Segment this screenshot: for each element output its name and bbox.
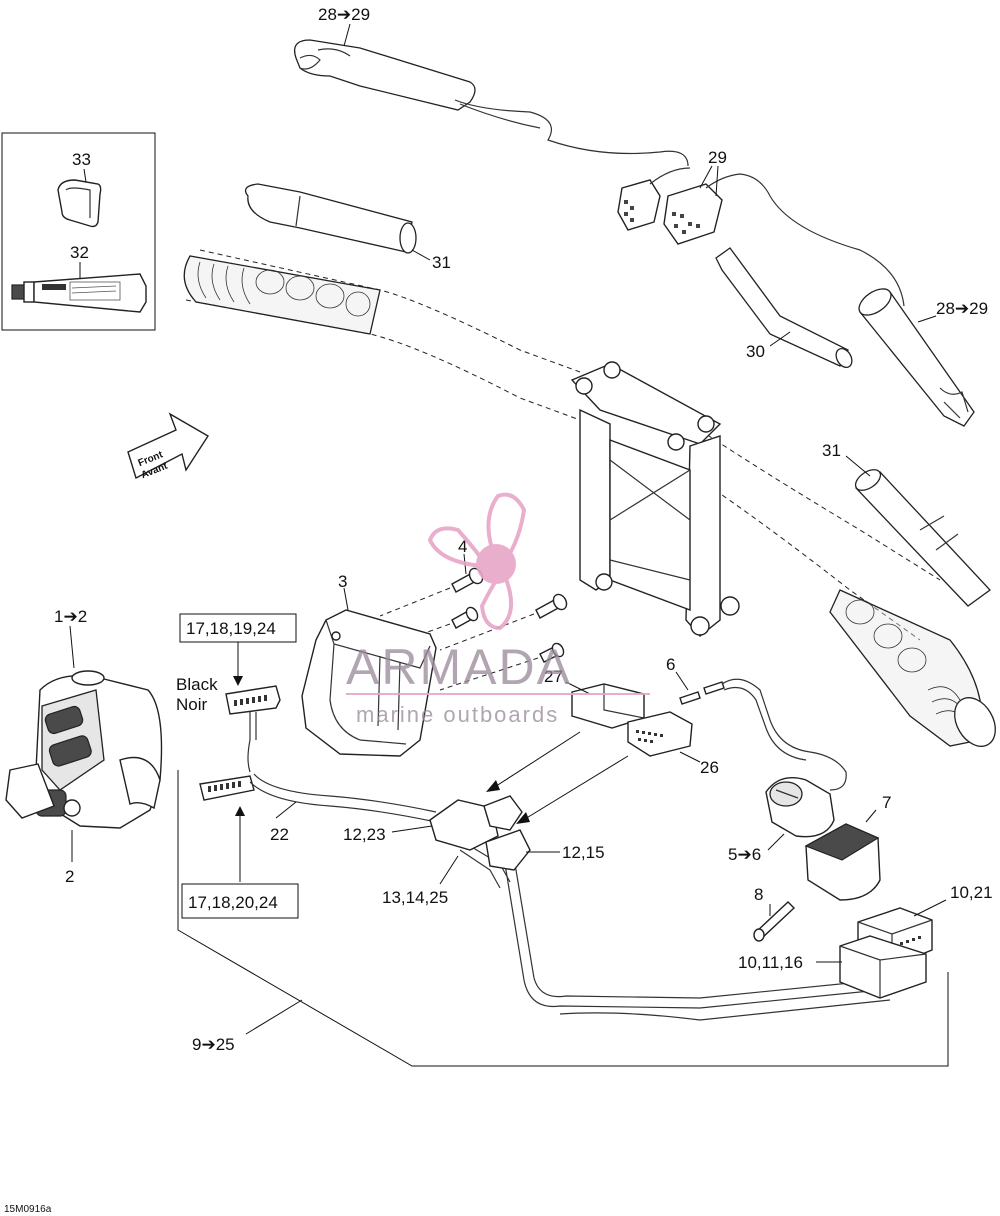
harness-bracket: 9➔25	[177, 770, 949, 1067]
label-clip: 33	[72, 150, 91, 169]
label-noir: Noir	[176, 695, 208, 714]
grip-heater-top	[293, 39, 689, 167]
key-switch: 5➔6	[728, 777, 835, 864]
label-terminal-6: 6	[666, 655, 675, 674]
label-harness-9-25: 9➔25	[192, 1035, 235, 1054]
label-housing: 3	[338, 572, 347, 591]
label-pin: 8	[754, 885, 763, 904]
clip-part	[57, 179, 102, 228]
label-grip-right: 31	[822, 441, 841, 460]
handlebar	[183, 249, 996, 747]
watermark-logo: ARMADA marine outboards	[346, 492, 650, 727]
label-harness-main: 22	[270, 825, 289, 844]
label-key-cap: 7	[882, 793, 891, 812]
grip-heater-right: 28➔29	[858, 288, 988, 427]
wiring-harness: 12,23 12,15 13,14,25 22	[249, 773, 891, 1021]
switch-assembly: 1➔2 2	[5, 607, 163, 886]
label-black: Black	[176, 675, 218, 694]
label-grip-heater-top: 28➔29	[318, 5, 370, 24]
accessory-inset: 33 32	[1, 132, 156, 331]
sealant-tube	[11, 273, 147, 313]
propeller-icon	[427, 492, 527, 631]
grip-right: 31	[822, 441, 991, 607]
label-ref-a: 17,18,19,24	[186, 619, 276, 638]
label-connector-10-21: 10,21	[950, 883, 993, 902]
watermark-tagline: marine outboards	[356, 702, 559, 727]
label-sealant: 32	[70, 243, 89, 262]
label-connector-27: 27	[544, 667, 563, 686]
pin: 8	[753, 885, 796, 942]
watermark-name: ARMADA	[346, 639, 572, 695]
label-switch: 1➔2	[54, 607, 87, 626]
label-junction-13-14-25: 13,14,25	[382, 888, 448, 907]
grip-left: 31	[244, 183, 451, 272]
diagram-id: 15M0916a	[4, 1204, 52, 1215]
label-connectors-top: 29	[708, 148, 727, 167]
ref-box-b	[181, 883, 299, 919]
label-ref-b: 17,18,20,24	[188, 893, 278, 912]
label-connector-10-11-16: 10,11,16	[738, 953, 803, 972]
connector-10-11-16: 10,11,16	[738, 935, 927, 999]
label-key-switch: 5➔6	[728, 845, 761, 864]
label-throttle-tube: 30	[746, 342, 765, 361]
label-junction-12-23: 12,23	[343, 825, 386, 844]
switch-housing: 3	[301, 572, 437, 757]
label-grip-heater-right: 28➔29	[936, 299, 988, 318]
label-junction-12-15: 12,15	[562, 843, 605, 862]
terminals: 6	[666, 655, 847, 791]
connector-26: 26	[516, 711, 719, 824]
connectors-top: 29	[617, 148, 905, 307]
handlebar-riser	[570, 361, 740, 637]
key-cap: 7	[804, 793, 891, 901]
label-screws: 4	[458, 537, 467, 556]
label-grip-left: 31	[432, 253, 451, 272]
throttle-tube: 30	[715, 247, 853, 368]
black-connector-group: 17,18,19,24 Black Noir 17,18,20,24	[176, 613, 299, 919]
front-arrow: Front Avant	[127, 412, 209, 481]
label-switch-screw: 2	[65, 867, 74, 886]
label-connector-26: 26	[700, 758, 719, 777]
